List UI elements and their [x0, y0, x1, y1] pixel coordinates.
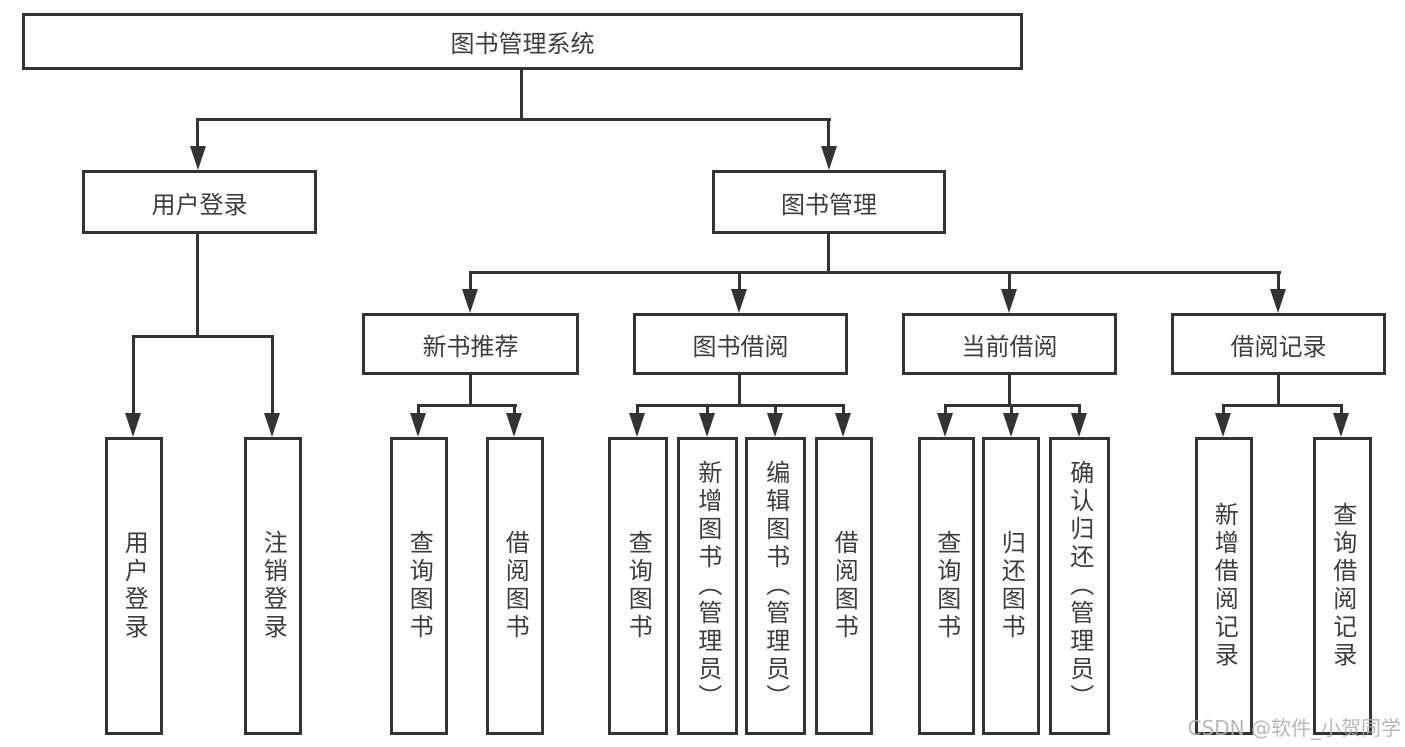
arrowhead-borrow-borrow-book-icon — [835, 413, 851, 437]
node-login: 用户登录 — [105, 437, 163, 735]
arrowhead-current-query-book-icon — [937, 413, 953, 437]
connector-to-current-borrowing — [1008, 274, 1011, 289]
arrowhead-current-borrowing-icon — [1001, 289, 1017, 313]
node-current-confirm-return-admin-label: 确认归还（管理员） — [1065, 460, 1094, 712]
arrowhead-book-management-icon — [821, 146, 837, 170]
node-current-borrowing: 当前借阅 — [902, 313, 1117, 375]
node-borrow-edit-book-admin: 编辑图书（管理员） — [745, 437, 806, 735]
arrowhead-new-book-recommend-icon — [462, 289, 478, 313]
connector-borrowing-records-bar — [1222, 404, 1343, 407]
node-borrow-borrow-book: 借阅图书 — [815, 437, 873, 735]
node-borrow-borrow-book-label: 借阅图书 — [830, 530, 859, 642]
node-current-query-book-label: 查询图书 — [932, 530, 961, 642]
connector-root-to-book-management — [827, 121, 830, 147]
connector-to-recommend-borrow-book — [513, 407, 516, 413]
node-new-book-recommend: 新书推荐 — [362, 313, 579, 375]
arrowhead-borrow-edit-book-icon — [767, 413, 783, 437]
connector-to-new-book-recommend — [469, 274, 472, 289]
connector-to-borrowing-records — [1277, 274, 1280, 289]
node-records-query-record: 查询借阅记录 — [1313, 437, 1372, 735]
node-recommend-query-book: 查询图书 — [390, 437, 448, 735]
connector-to-book-borrowing — [738, 274, 741, 289]
arrowhead-logout-icon — [264, 413, 280, 437]
arrowhead-borrow-add-book-icon — [699, 413, 715, 437]
connector-to-current-return-book — [1010, 407, 1013, 413]
connector-to-records-query-record — [1340, 407, 1343, 413]
connector-user-login-stem — [196, 234, 199, 338]
connector-book-borrowing-stem — [738, 375, 741, 407]
arrowhead-borrowing-records-icon — [1270, 289, 1286, 313]
connector-new-book-recommend-stem — [469, 375, 472, 407]
connector-to-borrow-query-book — [636, 407, 639, 413]
arrowhead-user-login-icon — [190, 146, 206, 170]
connector-root-stem — [520, 69, 523, 121]
node-library-system: 图书管理系统 — [22, 13, 1023, 70]
connector-to-borrow-add-book — [706, 407, 709, 413]
arrowhead-current-confirm-return-icon — [1071, 413, 1087, 437]
node-book-borrowing: 图书借阅 — [633, 313, 848, 375]
node-user-login: 用户登录 — [82, 170, 317, 234]
node-current-borrowing-label: 当前借阅 — [961, 332, 1058, 361]
connector-to-login — [132, 338, 135, 413]
node-borrow-query-book: 查询图书 — [608, 437, 668, 735]
connector-to-current-query-book — [944, 407, 947, 413]
connector-book-management-bar — [469, 271, 1281, 274]
connector-to-borrow-edit-book — [774, 407, 777, 413]
node-book-management-label: 图书管理 — [781, 190, 877, 219]
arrowhead-book-borrowing-icon — [731, 289, 747, 313]
connector-current-borrowing-stem — [1008, 375, 1011, 407]
connector-user-login-bar — [132, 335, 274, 338]
arrowhead-recommend-query-book-icon — [410, 413, 426, 437]
connector-root-to-user-login — [196, 121, 199, 147]
node-borrow-add-book-admin: 新增图书（管理员） — [677, 437, 738, 735]
node-logout: 注销登录 — [244, 437, 302, 735]
connector-new-book-recommend-bar — [417, 404, 517, 407]
node-records-add-record-label: 新增借阅记录 — [1210, 502, 1239, 670]
arrowhead-recommend-borrow-book-icon — [506, 413, 522, 437]
connector-to-records-add-record — [1222, 407, 1225, 413]
arrowhead-borrow-query-book-icon — [629, 413, 645, 437]
connector-root-bar — [196, 118, 831, 121]
node-borrowing-records-label: 借阅记录 — [1230, 332, 1327, 361]
node-library-system-label: 图书管理系统 — [450, 30, 595, 58]
connector-borrowing-records-stem — [1277, 375, 1280, 407]
arrowhead-records-query-record-icon — [1333, 413, 1349, 437]
node-borrowing-records: 借阅记录 — [1171, 313, 1386, 375]
node-borrow-query-book-label: 查询图书 — [624, 530, 653, 642]
connector-to-current-confirm-return — [1078, 407, 1081, 413]
node-book-borrowing-label: 图书借阅 — [692, 332, 789, 361]
node-current-return-book: 归还图书 — [982, 437, 1040, 735]
node-records-add-record: 新增借阅记录 — [1195, 437, 1253, 735]
node-current-return-book-label: 归还图书 — [997, 530, 1026, 642]
node-user-login-label: 用户登录 — [151, 190, 248, 219]
connector-to-borrow-borrow-book — [842, 407, 845, 413]
node-current-confirm-return-admin: 确认归还（管理员） — [1049, 437, 1110, 735]
node-borrow-add-book-admin-label: 新增图书（管理员） — [693, 460, 722, 712]
node-book-management: 图书管理 — [712, 170, 946, 234]
arrowhead-records-add-record-icon — [1215, 413, 1231, 437]
node-borrow-edit-book-admin-label: 编辑图书（管理员） — [761, 460, 790, 712]
node-recommend-borrow-book-label: 借阅图书 — [501, 530, 530, 642]
node-records-query-record-label: 查询借阅记录 — [1328, 502, 1357, 670]
node-recommend-borrow-book: 借阅图书 — [486, 437, 544, 735]
csdn-watermark: CSDN @软件_小贺同学 — [1187, 716, 1401, 740]
arrowhead-login-icon — [125, 413, 141, 437]
connector-current-borrowing-bar — [944, 404, 1081, 407]
node-logout-label: 注销登录 — [259, 530, 288, 642]
connector-to-logout — [271, 338, 274, 413]
node-login-label: 用户登录 — [120, 530, 149, 642]
connector-book-management-stem — [827, 234, 830, 274]
connector-to-recommend-query-book — [417, 407, 420, 413]
node-current-query-book: 查询图书 — [918, 437, 975, 735]
node-recommend-query-book-label: 查询图书 — [405, 530, 434, 642]
arrowhead-current-return-book-icon — [1003, 413, 1019, 437]
node-new-book-recommend-label: 新书推荐 — [422, 332, 519, 361]
connector-book-borrowing-bar — [636, 404, 845, 407]
